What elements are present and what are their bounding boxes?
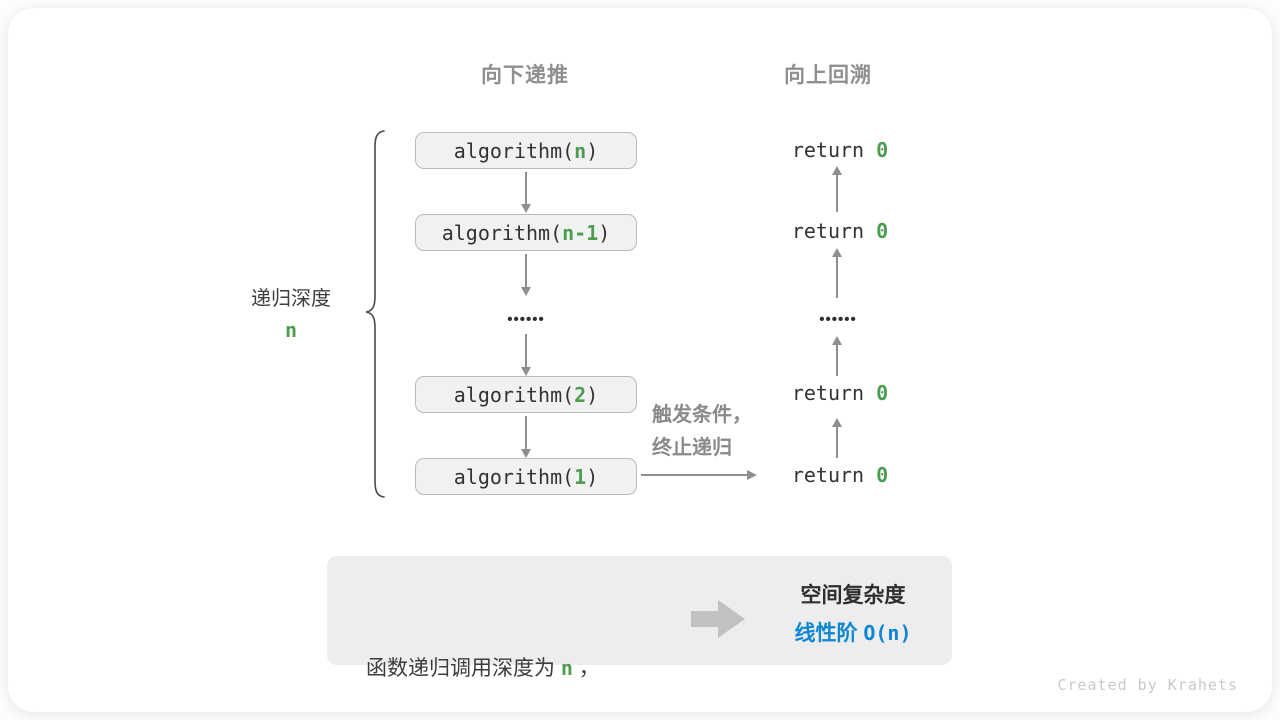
arrow-down-head-icon — [521, 204, 531, 213]
summary-box — [327, 556, 952, 665]
arrow-up-head-icon — [832, 336, 842, 345]
return-keyword: return — [791, 138, 877, 162]
header-downward-recursion: 向下递推 — [481, 64, 569, 87]
return-value: 0 — [876, 138, 889, 162]
code-text: algorithm( — [453, 464, 575, 489]
code-arg: n-1 — [562, 220, 599, 245]
arrow-right-icon — [641, 474, 748, 476]
arrow-down-head-icon — [521, 449, 531, 458]
return-value: 0 — [876, 219, 889, 243]
call-box-algorithm-2: algorithm(2) — [415, 376, 637, 413]
call-box-algorithm-1: algorithm(1) — [415, 458, 637, 495]
arrow-up-head-icon — [832, 248, 842, 257]
block-arrow-icon — [691, 611, 718, 627]
return-keyword: return — [791, 381, 877, 405]
code-text: ) — [586, 138, 599, 163]
code-text: ) — [598, 220, 611, 245]
summary-left-text: 函数递归调用深度为 n ， 共使用 O(n) 的栈帧空间 — [366, 573, 696, 720]
call-box-algorithm-n-1: algorithm(n-1) — [415, 214, 637, 251]
space-complexity-result: 线性阶 O(n) — [763, 617, 943, 647]
arrow-up-icon — [836, 427, 838, 458]
result-label: 线性阶 — [794, 622, 864, 645]
result-code: O(n) — [863, 621, 912, 645]
code-arg: 2 — [574, 382, 587, 407]
return-row: return 0 — [740, 462, 940, 488]
return-keyword: return — [791, 219, 877, 243]
arrow-down-icon — [525, 172, 527, 204]
trigger-condition-line1: 触发条件， — [652, 404, 752, 426]
code-arg: n — [560, 656, 573, 680]
code-text: ) — [586, 464, 599, 489]
return-keyword: return — [791, 463, 877, 487]
arrow-down-icon — [525, 416, 527, 449]
arrow-up-icon — [836, 345, 838, 376]
arrow-up-head-icon — [832, 166, 842, 175]
call-box-algorithm-n: algorithm(n) — [415, 132, 637, 169]
arrow-up-head-icon — [832, 418, 842, 427]
ellipsis-dots-left: •••••• — [507, 311, 545, 328]
summary-text: ， — [572, 657, 600, 680]
code-text: ) — [586, 382, 599, 407]
return-row: return 0 — [740, 137, 940, 163]
return-value: 0 — [876, 463, 889, 487]
summary-text: 函数递归调用深度为 — [366, 657, 561, 680]
arrow-down-head-icon — [521, 287, 531, 296]
arrow-down-icon — [525, 334, 527, 367]
return-value: 0 — [876, 381, 889, 405]
code-arg: n — [574, 138, 587, 163]
trigger-condition-line2: 终止递归 — [652, 437, 732, 459]
arrow-right-head-icon — [747, 470, 757, 480]
recursion-depth-value: n — [284, 318, 298, 342]
recursion-depth-label: 递归深度 — [251, 288, 331, 310]
arrow-up-icon — [836, 175, 838, 212]
space-complexity-title: 空间复杂度 — [800, 584, 906, 607]
ellipsis-dots-right: •••••• — [819, 311, 857, 328]
return-row: return 0 — [740, 218, 940, 244]
code-text: algorithm( — [453, 138, 575, 163]
watermark-credit: Created by Krahets — [1057, 676, 1238, 694]
curly-brace-icon — [365, 130, 385, 498]
block-arrow-head-icon — [718, 600, 745, 638]
arrow-up-icon — [836, 257, 838, 298]
code-arg: 1 — [574, 464, 587, 489]
arrow-down-icon — [525, 254, 527, 287]
arrow-down-head-icon — [521, 367, 531, 376]
code-text: algorithm( — [453, 382, 575, 407]
code-text: algorithm( — [441, 220, 563, 245]
return-row: return 0 — [740, 380, 940, 406]
summary-line1: 函数递归调用深度为 n ， — [366, 649, 696, 688]
header-upward-backtrack: 向上回溯 — [784, 64, 872, 87]
